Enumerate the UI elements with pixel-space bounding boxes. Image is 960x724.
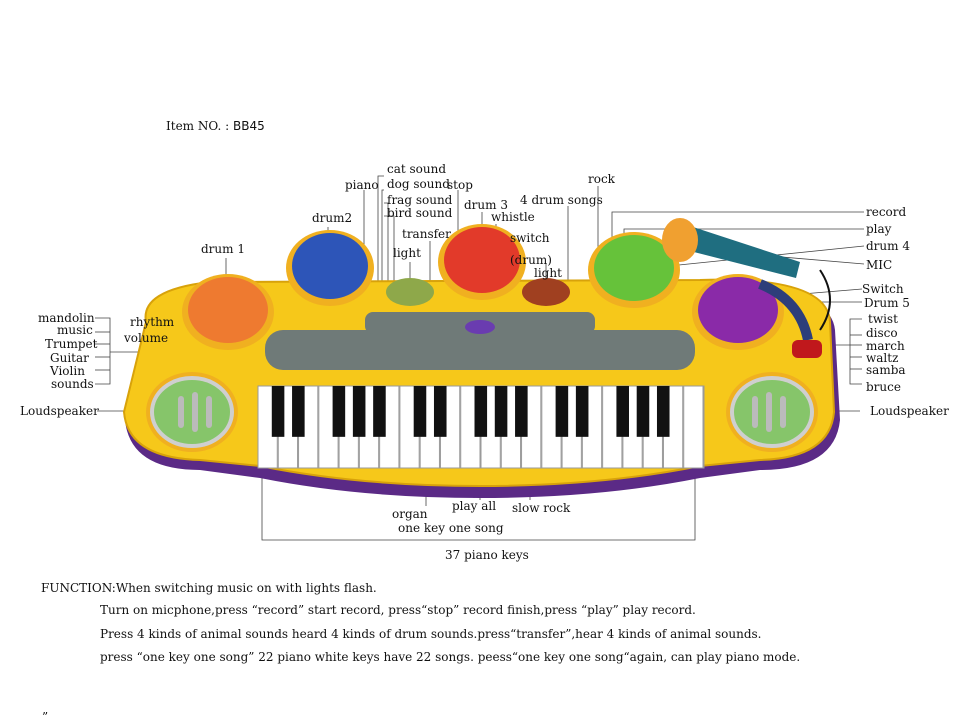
label-one-key-one-song: one key one song bbox=[398, 521, 504, 535]
label-4-drum-songs: 4 drum songs bbox=[520, 193, 603, 207]
label-bird-sound: bird sound bbox=[387, 206, 453, 220]
label-loudspeaker-right: Loudspeaker bbox=[870, 404, 949, 418]
black-key bbox=[271, 386, 285, 437]
item-number-prefix: Item NO. : bbox=[166, 119, 230, 133]
label-switch-drum-1: switch bbox=[510, 231, 550, 245]
black-key bbox=[616, 386, 629, 437]
label-trumpet: Trumpet bbox=[45, 337, 98, 351]
speakers bbox=[146, 372, 818, 452]
label-march: march bbox=[866, 339, 905, 353]
black-key bbox=[474, 386, 488, 437]
label-guitar: Guitar bbox=[50, 351, 89, 365]
function-line-3: Press 4 kinds of animal sounds heard 4 k… bbox=[100, 627, 762, 641]
label-rhythm: rhythm bbox=[130, 315, 175, 329]
black-key bbox=[494, 386, 508, 437]
label-dog-sound: dog sound bbox=[387, 177, 450, 191]
label-violin: Violin bbox=[50, 364, 85, 378]
black-key bbox=[636, 386, 650, 437]
label-drum-5: Drum 5 bbox=[864, 296, 910, 310]
label-drum2: drum2 bbox=[312, 211, 353, 225]
black-key bbox=[656, 386, 670, 437]
label-switch-drum-2: (drum) bbox=[510, 253, 552, 267]
microphone bbox=[662, 218, 831, 358]
label-mandolin: mandolin bbox=[38, 311, 95, 325]
label-play-all: play all bbox=[452, 499, 497, 513]
piano-keys bbox=[257, 385, 705, 469]
function-line-4: press “one key one song” 22 piano white … bbox=[100, 650, 801, 664]
label-music: music bbox=[57, 323, 93, 337]
black-key bbox=[292, 386, 305, 437]
black-key bbox=[575, 386, 589, 437]
label-record: record bbox=[866, 205, 907, 219]
label-drum-1: drum 1 bbox=[201, 242, 245, 256]
label-transfer: transfer bbox=[402, 227, 451, 241]
control-panel bbox=[265, 312, 695, 370]
item-number: Item NO. : BB45 bbox=[166, 119, 265, 133]
white-key bbox=[683, 385, 704, 469]
function-line-2: Turn on micphone,press “record” start re… bbox=[100, 603, 696, 617]
label-sounds: sounds bbox=[51, 377, 94, 391]
label-light-left: light bbox=[393, 246, 421, 260]
label-disco: disco bbox=[866, 326, 898, 340]
black-key bbox=[352, 386, 366, 437]
black-key bbox=[433, 386, 447, 437]
label-organ: organ bbox=[392, 507, 428, 521]
label-rock: rock bbox=[588, 172, 615, 186]
label-switch: Switch bbox=[862, 282, 904, 296]
label-drum-4: drum 4 bbox=[866, 239, 910, 253]
label-light-right: light bbox=[534, 266, 562, 280]
label-play: play bbox=[866, 222, 892, 236]
item-number-code: BB45 bbox=[233, 119, 265, 133]
label-samba: samba bbox=[866, 363, 906, 377]
label-piano: piano bbox=[345, 178, 379, 192]
label-bruce: bruce bbox=[866, 380, 901, 394]
stray-quote-mark: ” bbox=[42, 710, 49, 724]
label-volume: volume bbox=[124, 331, 169, 345]
label-whistle: whistle bbox=[491, 210, 535, 224]
label-cat-sound: cat sound bbox=[387, 162, 447, 176]
label-mic: MIC bbox=[866, 258, 893, 272]
black-key bbox=[413, 386, 427, 437]
label-frag-sound: frag sound bbox=[387, 193, 453, 207]
function-line-1: FUNCTION:When switching music on with li… bbox=[41, 581, 377, 595]
black-key bbox=[332, 386, 346, 437]
drum-pads bbox=[182, 224, 784, 350]
label-slow-rock: slow rock bbox=[512, 501, 571, 515]
black-key bbox=[515, 386, 528, 437]
label-twist: twist bbox=[868, 312, 898, 326]
label-loudspeaker-left: Loudspeaker bbox=[20, 404, 99, 418]
black-key bbox=[555, 386, 569, 437]
label-37-piano-keys: 37 piano keys bbox=[445, 548, 529, 562]
black-key bbox=[373, 386, 386, 437]
label-waltz: waltz bbox=[866, 351, 899, 365]
label-drum-3: drum 3 bbox=[464, 198, 508, 212]
label-stop: stop bbox=[447, 178, 473, 192]
